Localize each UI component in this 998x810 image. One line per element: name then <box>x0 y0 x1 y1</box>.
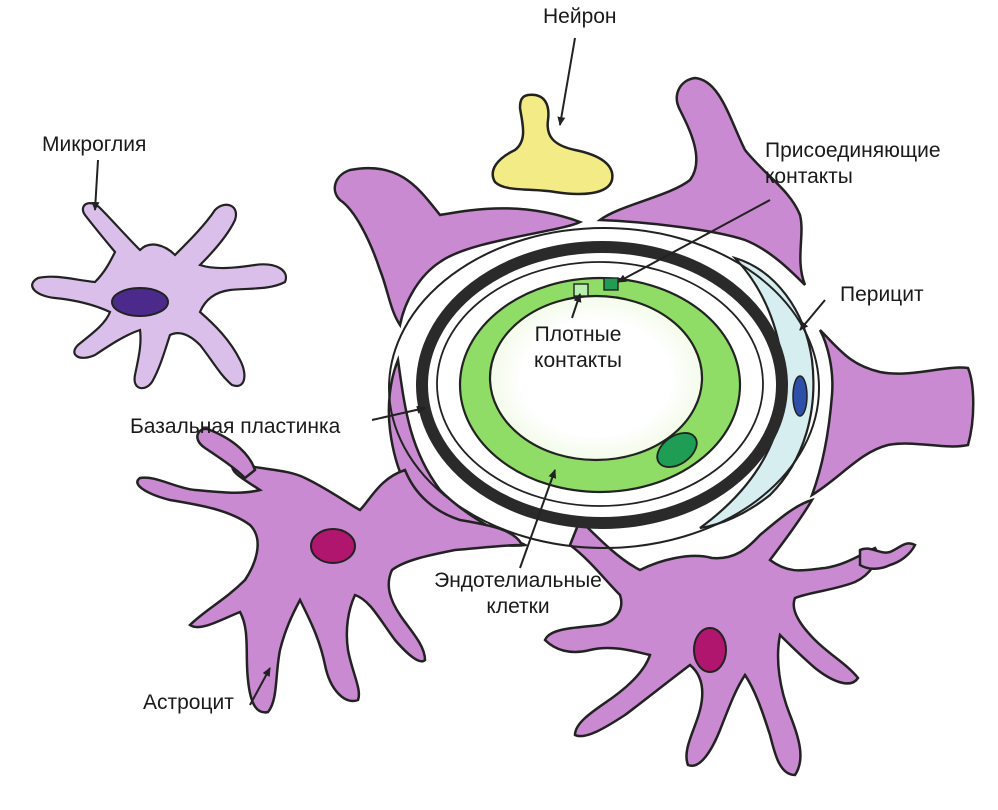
astrocyte-left-body <box>136 460 524 714</box>
label-tight-line2: контакты <box>534 349 622 372</box>
tight-junction-mark <box>573 283 589 297</box>
astrocyte-left-process-up <box>196 427 257 480</box>
adherens-junction-mark <box>603 277 619 291</box>
astrocyte-bottom-right <box>543 497 917 777</box>
label-tight-junctions: Плотные контакты <box>518 322 638 374</box>
label-adherens-line2: контакты <box>765 165 853 188</box>
arrow-pericyte <box>799 299 826 331</box>
arrow-adherens <box>617 199 771 283</box>
neuron-terminal <box>491 93 614 196</box>
pointer-arrows <box>91 37 826 706</box>
label-astrocyte: Астроцит <box>143 691 234 714</box>
pericyte-nucleus <box>792 375 808 417</box>
arrow-microglia <box>91 159 100 211</box>
astrocyte-endfoot-right <box>809 329 975 498</box>
astrocyte-left-nucleus <box>310 528 356 564</box>
astrocyte-right-process-hand <box>858 542 917 570</box>
label-basal-lamina: Базальная пластинка <box>130 415 341 438</box>
arrow-neuron <box>557 37 576 126</box>
label-tight-line1: Плотные <box>534 323 622 346</box>
vessel-outer-outline <box>388 227 820 549</box>
astrocyte-left <box>136 427 524 714</box>
label-adherens-line1: Присоединяющие <box>765 139 941 162</box>
vessel-inner-outline <box>436 261 764 507</box>
arrow-basal-lamina <box>371 405 426 421</box>
label-neuron: Нейрон <box>543 5 617 28</box>
label-adherens-junctions: Присоединяющие контакты <box>765 138 941 190</box>
label-endothelial-line2: клетки <box>486 595 550 618</box>
label-endothelial-line1: Эндотелиальные <box>434 569 602 592</box>
arrow-tight <box>571 293 582 319</box>
vessel-lumen <box>488 294 704 462</box>
astrocyte-right-nucleus <box>693 627 727 673</box>
microglia <box>31 202 288 390</box>
astrocyte-endfoot-top-right <box>596 76 807 286</box>
label-endothelial-cells: Эндотелиальные клетки <box>418 568 618 620</box>
arrow-endothelial <box>519 469 557 569</box>
astrocyte-endfoot-top-left <box>333 166 584 329</box>
microglia-nucleus <box>111 287 169 317</box>
label-pericyte: Перицит <box>840 283 924 306</box>
endothelial-nucleus <box>656 432 698 468</box>
arrow-astrocyte <box>249 667 271 706</box>
label-microglia: Микроглия <box>42 133 147 156</box>
blood-vessel <box>388 227 820 549</box>
